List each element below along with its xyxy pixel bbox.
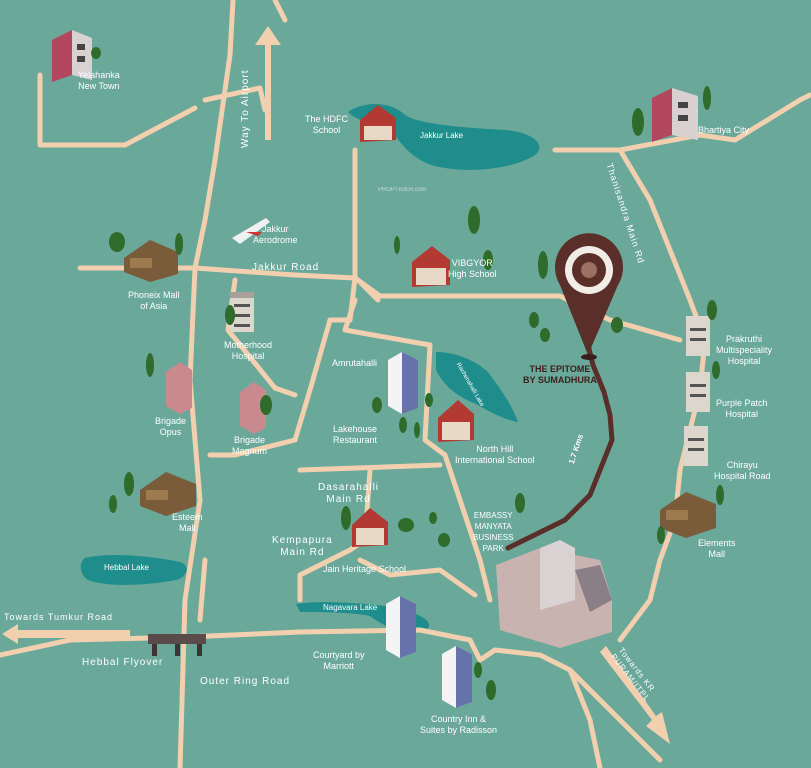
road-label-kempapura: Kempapura Main Rd xyxy=(272,535,333,558)
label-jain-heritage-school: Jain Heritage School xyxy=(323,564,407,574)
label-hdfc-school: The HDFC School xyxy=(305,114,349,135)
label-embassy-manyata: EMBASSY MANYATA BUSINESS PARK xyxy=(473,511,514,553)
label-lakehouse-restaurant: Lakehouse Restaurant xyxy=(333,424,378,445)
rachenahalli-lake xyxy=(436,352,518,422)
bhartiya-building-icon xyxy=(652,88,698,142)
hebbal-flyover-icon xyxy=(148,634,206,656)
road-label-hebbal-flyover: Hebbal Flyover xyxy=(82,657,164,668)
label-prakruthi-hospital: Prakruthi Multispeciality Hospital xyxy=(716,334,773,366)
lake-label-nagavara: Nagavara Lake xyxy=(323,603,378,612)
label-brigade-opus: Brigade Opus xyxy=(155,416,187,437)
label-bhartiya-city: Bhartiya City xyxy=(698,125,750,135)
lake-label-jakkur: Jakkur Lake xyxy=(420,131,464,140)
road-label-way-to-airport: Way To Airport xyxy=(240,69,251,148)
elements-mall-icon xyxy=(660,492,716,538)
jain-heritage-school-icon xyxy=(352,508,388,547)
esteem-mall-icon xyxy=(140,472,196,516)
prakruthi-hospital-icon xyxy=(686,316,710,356)
label-country-inn: Country Inn & Suites by Radisson xyxy=(420,714,498,735)
label-courtyard-marriott: Courtyard by Marriott xyxy=(313,650,365,671)
courtyard-tower-icon xyxy=(386,596,416,658)
aerodrome-plane-icon xyxy=(232,218,270,244)
brigade-opus-icon xyxy=(166,362,192,414)
label-vibgyor: VIBGYOR High School xyxy=(448,258,497,279)
purple-patch-hospital-icon xyxy=(686,372,710,412)
embassy-manyata-icon xyxy=(496,540,612,648)
project-name: THE EPITOME BY SUMADHURA xyxy=(523,364,597,385)
hdfc-school-icon xyxy=(360,105,396,142)
project-location-pin-icon xyxy=(555,233,623,360)
label-phoenix-mall: Phoneix Mall of Asia xyxy=(128,290,180,311)
phoenix-mall-icon xyxy=(124,240,178,282)
label-jakkur-aerodrome: Jakkur Aerodrome xyxy=(253,224,298,245)
label-yelahanka: Yelahanka New Town xyxy=(78,70,120,91)
lake-label-hebbal: Hebbal Lake xyxy=(104,563,149,572)
label-elements-mall: Elements Mall xyxy=(698,538,736,559)
label-motherhood-hospital: Motherhood Hospital xyxy=(224,340,273,361)
label-brigade-magnum: Brigade Magnum xyxy=(232,435,268,456)
kr-puram-arrow xyxy=(600,646,670,744)
vibgyor-school-icon xyxy=(412,246,450,287)
north-hill-school-icon xyxy=(438,400,474,442)
road-label-outer-ring-road: Outer Ring Road xyxy=(200,676,291,687)
chirayu-hospital-icon xyxy=(684,426,708,466)
tumkur-arrow xyxy=(2,624,130,644)
motherhood-hospital-icon xyxy=(230,292,254,332)
airport-arrow xyxy=(255,26,281,140)
hebbal-lake xyxy=(80,555,187,585)
label-north-hill-school: North Hill International School xyxy=(455,444,535,465)
label-amrutahalli: Amrutahalli xyxy=(332,358,378,368)
label-purple-patch-hospital: Purple Patch Hospital xyxy=(716,398,768,419)
tree-icons xyxy=(91,47,724,700)
road-label-jakkur-road: Jakkur Road xyxy=(252,262,320,273)
amrutahalli-tower-icon xyxy=(388,352,418,414)
label-esteem-mall: Esteem Mall xyxy=(172,512,203,533)
watermark: PROPTIGER.com xyxy=(378,187,427,193)
road-label-towards-tumkur: Towards Tumkur Road xyxy=(4,612,114,622)
label-chirayu-hospital: Chirayu Hospital Road xyxy=(714,460,771,481)
yelahanka-building-icon xyxy=(52,30,92,82)
country-inn-tower-icon xyxy=(442,646,472,708)
distance-route xyxy=(505,342,615,551)
road-label-dasarahalli: Dasarahalli Main Rd xyxy=(318,482,380,505)
brigade-magnum-icon xyxy=(240,382,266,434)
